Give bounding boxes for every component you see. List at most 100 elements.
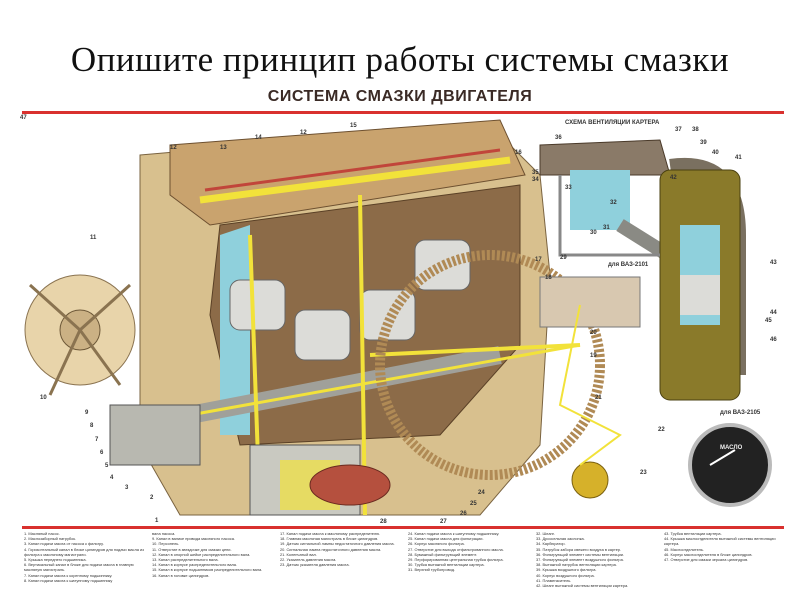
legend-item: 39. Крышка воздушного фильтра. <box>536 567 597 573</box>
legend-item: 31. Верхний трубопровод. <box>408 567 456 573</box>
legend-item: 13. Канал распределительного вала. <box>152 557 219 563</box>
engine-illustration <box>24 119 772 516</box>
legend-item: 22. Указатель давления масла. <box>280 557 337 563</box>
legend-column: 24. Канал подачи масла к шатунному подши… <box>408 531 528 599</box>
legend-item: 27. Отверстие для выхода отфильтрованног… <box>408 546 504 552</box>
callout-number: 7 <box>95 437 99 443</box>
legend-item: 41. Пламегаситель. <box>536 577 572 583</box>
callout-number: 43 <box>770 260 777 266</box>
gauge-label: МАСЛО <box>720 445 743 451</box>
callout-number: 3 <box>125 485 129 491</box>
callout-number: 42 <box>670 175 677 181</box>
callout-number: 2 <box>150 495 154 501</box>
legend-item: 19. Датчик сигнальной лампы недостаточно… <box>280 541 395 547</box>
callout-number: 4 <box>110 475 114 481</box>
legend-item: 40. Корпус воздушного фильтра. <box>536 572 595 578</box>
legend-column: 1. Масляный насос.2. Маслозаборный патру… <box>24 531 144 599</box>
callout-number: 37 <box>675 127 682 133</box>
label-vaz2105: для ВАЗ-2105 <box>720 410 761 416</box>
legend-item: 36. Фильтрующий элемент системы вентиляц… <box>536 551 625 557</box>
legend-item: 9. Канал в валике привода масляного насо… <box>152 536 235 542</box>
callout-number: 36 <box>555 135 562 141</box>
legend-item: 7. Канал подачи масла к коренному подшип… <box>24 572 113 578</box>
legend-item: 45. Маслоотделитель. <box>664 546 704 552</box>
callout-number: 38 <box>692 127 699 133</box>
callout-number: 46 <box>770 337 777 343</box>
legend-item: 33. Дроссельная заслонка. <box>536 536 585 542</box>
legend-item: 3. Канал подачи масла от насоса к фильтр… <box>24 541 104 547</box>
crankcase-ventilation-scheme <box>539 139 746 401</box>
callout-number: 12 <box>170 145 177 151</box>
legend-item: 8. Канал подачи масла к шатунному подшип… <box>24 577 113 583</box>
legend-item: 17. Канал подачи масла к масляному распр… <box>280 531 381 536</box>
callout-number: 6 <box>100 450 104 456</box>
legend-item: 29. Перфорированная центральная трубка ф… <box>408 557 504 563</box>
bottom-divider <box>22 526 784 529</box>
oil-pressure-sensor <box>558 304 622 499</box>
legend-item: 25. Канал подачи масла для фильтрации. <box>408 536 484 542</box>
cylinder-head <box>169 119 526 226</box>
callout-number: 12 <box>300 130 307 136</box>
callout-number: 17 <box>535 257 542 263</box>
oil-filter <box>309 464 391 506</box>
callout-number: 28 <box>380 519 387 525</box>
top-divider <box>22 111 784 114</box>
legend-item: 44. Крышка маслоотделителя вытяжной сист… <box>664 536 776 547</box>
legend-item: 23. Датчик указателя давления масла. <box>280 562 350 568</box>
legend-item: 42. Шланг вытяжной системы вентиляции ка… <box>536 583 629 589</box>
flywheel <box>375 250 605 480</box>
legend-item: 38. Вытяжной патрубок вентиляции картера… <box>536 562 617 568</box>
legend-item: 32. Шланг. <box>536 531 555 536</box>
legend-item: 4. Горизонтальный канал в блоке цилиндро… <box>24 546 144 557</box>
legend-item: 34. Карбюратор. <box>536 541 566 547</box>
legend-item: 37. Фильтрующий элемент воздушного фильт… <box>536 557 624 563</box>
callout-number: 44 <box>770 310 777 316</box>
legend-item: 10. Пер­сонель. <box>152 541 180 547</box>
callout-number: 29 <box>560 255 567 261</box>
legend-item: 15. Канал в корпусе подшипников распреде… <box>152 567 263 573</box>
legend-item: 30. Трубка вытяжной вентиляции картера. <box>408 562 485 568</box>
callout-number: 10 <box>40 395 47 401</box>
callout-number: 26 <box>460 511 467 517</box>
legend-item: 16. Канал в головке цилиндров. <box>152 572 210 578</box>
legend-item: вала насоса. <box>152 531 176 536</box>
callout-number: 20 <box>590 330 597 336</box>
callout-number: 19 <box>590 353 597 359</box>
poster-title: СИСТЕМА СМАЗКИ ДВИГАТЕЛЯ <box>267 88 533 105</box>
callout-number: 45 <box>765 318 772 324</box>
callout-number: 21 <box>595 395 602 401</box>
legend-item: 43. Трубка вентиляции картера. <box>664 531 722 536</box>
callout-number: 16 <box>515 150 522 156</box>
legend-item: 14. Канал в корпусе распределительного в… <box>152 562 238 568</box>
legend-item: 46. Корпус маслоотделителя в блоке цилин… <box>664 551 753 557</box>
callout-number: 15 <box>350 123 357 129</box>
callout-number: 40 <box>712 150 719 156</box>
callout-number: 41 <box>735 155 742 161</box>
legend-item: 2. Маслозаборный патрубок. <box>24 536 77 542</box>
callout-number: 8 <box>90 423 94 429</box>
callout-number: 39 <box>700 140 707 146</box>
callout-number: 5 <box>105 463 109 469</box>
callout-number: 30 <box>590 230 597 236</box>
callout-number: 18 <box>545 275 552 281</box>
legend-column: 32. Шланг.33. Дроссельная заслонка.34. К… <box>536 531 656 599</box>
oil-pressure-gauge <box>688 423 772 507</box>
engine-lubrication-diagram: СХЕМА ВЕНТИЛЯЦИИ КАРТЕРА для ВАЗ-2101 дл… <box>20 115 790 525</box>
legend-item: 26. Корпус масляного фильтра. <box>408 541 465 547</box>
callout-number: 34 <box>532 177 539 183</box>
callout-number: 24 <box>478 490 485 496</box>
legend-column: вала насоса.9. Канал в валике привода ма… <box>152 531 272 599</box>
legend-item: 6. Вертикальный канал в блоке для подачи… <box>24 562 134 573</box>
callout-number: 27 <box>440 519 447 525</box>
legend-item: 47. Отверстие для смазки зеркала цилиндр… <box>664 557 749 563</box>
legend-item: 21. Коленчатый вал. <box>280 551 317 557</box>
legend-item: 28. Бумажный фильтрующий элемент. <box>408 551 478 557</box>
legend-item: 18. Главная масляная магистраль в блоке … <box>280 536 379 542</box>
legend-item: 5. Крышка переднего подшипника. <box>24 557 87 563</box>
callout-number: 22 <box>658 427 665 433</box>
slide-title: Опишите принцип работы системы смазки <box>70 40 730 79</box>
legend-column: 17. Канал подачи масла к масляному распр… <box>280 531 400 599</box>
legend-item: 20. Сигнальная лампа недостаточного давл… <box>280 546 382 552</box>
callout-number: 25 <box>470 501 477 507</box>
callout-number: 47 <box>20 115 27 121</box>
